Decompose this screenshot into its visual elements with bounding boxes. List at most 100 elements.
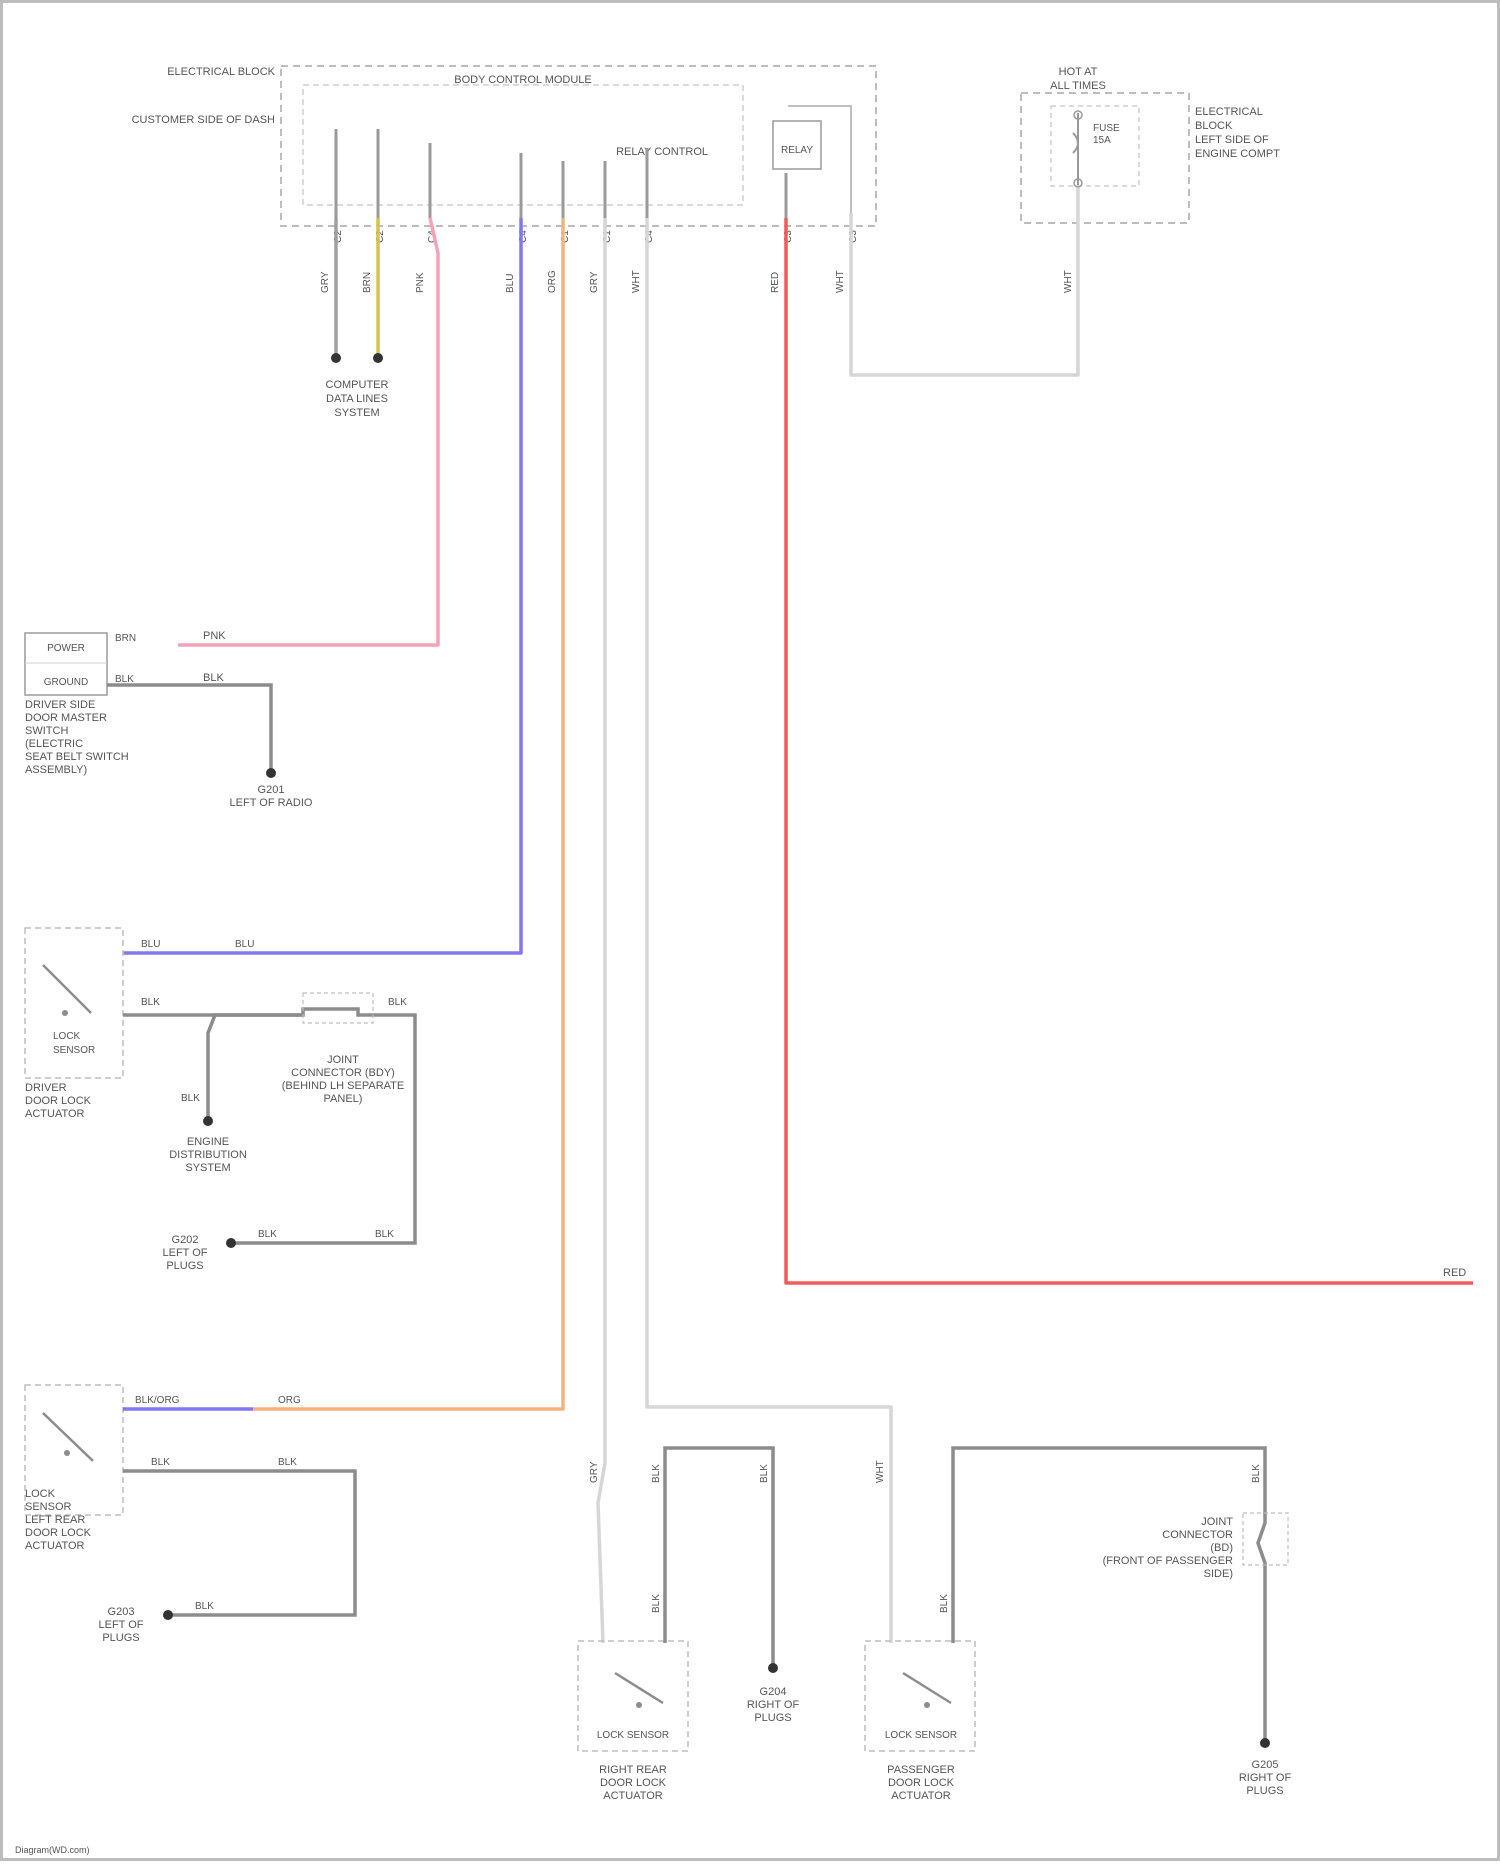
right-rear-switch-label: LOCK SENSOR xyxy=(597,1730,669,1741)
fuse-box: HOT AT ALL TIMES FUSE 15A ELECTRICAL BLO… xyxy=(1021,66,1280,223)
driver-lock-caption-line-1: DRIVER xyxy=(25,1082,67,1094)
wire-pink xyxy=(178,218,438,645)
g201-label: G201 xyxy=(258,784,285,796)
left-rear-ground-wire: BLK xyxy=(195,1601,214,1612)
g203-ground xyxy=(163,1610,173,1620)
driver-switch-caption-line-1: DRIVER SIDE xyxy=(25,699,95,711)
relay-label: RELAY xyxy=(781,145,813,156)
g203-line-3: PLUGS xyxy=(102,1632,139,1644)
driver-switch-caption-line-2: DOOR MASTER xyxy=(25,712,107,724)
driver-lock-sensor-label-1: LOCK xyxy=(53,1031,81,1042)
passenger-splice-line-2: CONNECTOR xyxy=(1162,1529,1233,1541)
junction-location-top: ELECTRICAL BLOCK xyxy=(167,66,275,78)
driver-switch-wire-a: PNK xyxy=(203,630,226,642)
driver-switch-caption: DRIVER SIDEDOOR MASTERSWITCH(ELECTRICSEA… xyxy=(25,699,129,776)
g205-line-3: PLUGS xyxy=(1246,1785,1283,1797)
left-rear-caption-line-3: LEFT REAR xyxy=(25,1514,85,1526)
g203-line-1: G203 xyxy=(108,1606,135,1618)
wire-red xyxy=(786,218,1473,1283)
left-rear-wire-1b: ORG xyxy=(278,1395,301,1406)
wire-gray-right-rear xyxy=(598,218,605,1643)
g202-line-1: G202 xyxy=(172,1234,199,1246)
g203-line-2: LEFT OF xyxy=(98,1619,143,1631)
driver-lock-actuator: LOCK SENSOR BLU BLU BLK BLK BLK BLK BLK … xyxy=(25,928,415,1272)
red-wire-label: RED xyxy=(1443,1267,1466,1279)
fuse-value: 15A xyxy=(1093,135,1111,146)
driver-splice-line-3: (BEHIND LH SEPARATE xyxy=(282,1080,404,1092)
fuse-title-2: ALL TIMES xyxy=(1050,80,1106,92)
driver-splice-label: JOINTCONNECTOR (BDY)(BEHIND LH SEPARATEP… xyxy=(282,1054,404,1105)
driver-lock-ground-wire: BLK xyxy=(181,1093,200,1104)
g205-line-1: G205 xyxy=(1252,1759,1279,1771)
top-wire-label-3: PNK xyxy=(415,272,426,293)
g204-line-3: PLUGS xyxy=(754,1712,791,1724)
data-terminal-1 xyxy=(331,353,341,363)
right-rear-wire-b: BLK xyxy=(651,1464,662,1483)
passenger-splice-line-5: SIDE) xyxy=(1204,1568,1233,1580)
driver-lock-caption: DRIVERDOOR LOCKACTUATOR xyxy=(25,1082,92,1120)
fuse-side-3: LEFT SIDE OF xyxy=(1195,134,1269,146)
driver-lock-sensor-label-2: SENSOR xyxy=(53,1045,95,1056)
top-wire-label-2: BRN xyxy=(362,272,373,293)
passenger-switch-label: LOCK SENSOR xyxy=(885,1730,957,1741)
fuse-label: FUSE xyxy=(1093,123,1120,134)
top-wire-label-10: WHT xyxy=(1063,270,1074,293)
right-rear-caption-line-2: DOOR LOCK xyxy=(600,1777,667,1789)
fuse-side-2: BLOCK xyxy=(1195,120,1233,132)
top-wire-label-6: GRY xyxy=(589,271,600,293)
right-rear-wire-d: BLK xyxy=(759,1464,770,1483)
driver-lock-wire-1: BLU xyxy=(141,939,160,950)
top-wire-label-9: WHT xyxy=(835,270,846,293)
wiring-diagram: ELECTRICAL BLOCK CUSTOMER SIDE OF DASH B… xyxy=(3,3,1500,1864)
g205-ground xyxy=(1260,1738,1270,1748)
driver-switch-caption-line-6: ASSEMBLY) xyxy=(25,764,87,776)
driver-lock-switch xyxy=(43,965,91,1013)
g202-ground xyxy=(226,1238,236,1248)
data-terminal-2 xyxy=(373,353,383,363)
junction-block: ELECTRICAL BLOCK CUSTOMER SIDE OF DASH B… xyxy=(132,66,876,243)
passenger-splice-label: JOINTCONNECTOR(BD)(FRONT OF PASSENGERSID… xyxy=(1103,1516,1234,1580)
top-wire-label-7: WHT xyxy=(631,270,642,293)
passenger-wire-c: BLK xyxy=(1251,1464,1262,1483)
left-rear-caption-line-1: LOCK xyxy=(25,1488,56,1500)
wire-white-fuse xyxy=(851,188,1078,375)
driver-lock-caption-line-2: DOOR LOCK xyxy=(25,1095,92,1107)
driver-lock-ground-wire-c: BLK xyxy=(375,1229,394,1240)
relay-control-label: RELAY CONTROL xyxy=(616,146,708,158)
left-rear-caption-line-4: DOOR LOCK xyxy=(25,1527,92,1539)
data-lines-label-3: SYSTEM xyxy=(334,407,379,419)
passenger-caption-line-2: DOOR LOCK xyxy=(888,1777,955,1789)
data-lines-label-1: COMPUTER xyxy=(326,379,389,391)
g202-line-3: PLUGS xyxy=(166,1260,203,1272)
right-rear-caption-line-1: RIGHT REAR xyxy=(599,1764,667,1776)
passenger-caption-line-3: ACTUATOR xyxy=(891,1790,951,1802)
driver-splice-line-2: CONNECTOR (BDY) xyxy=(291,1067,395,1079)
wire-white-passenger xyxy=(647,218,891,1643)
fuse-side-1: ELECTRICAL xyxy=(1195,106,1263,118)
right-rear-wire-a: GRY xyxy=(589,1461,600,1483)
left-rear-wire-1: BLK/ORG xyxy=(135,1395,180,1406)
engine-data-line-2: DISTRIBUTION xyxy=(169,1149,247,1161)
junction-location-bottom: CUSTOMER SIDE OF DASH xyxy=(132,114,275,126)
passenger-splice-line-4: (FRONT OF PASSENGER xyxy=(1103,1555,1233,1567)
driver-lock-wire-2: BLK xyxy=(141,997,160,1008)
engine-data-ground xyxy=(203,1116,213,1126)
right-rear-lock-actuator: LOCK SENSOR GRYBLKBLKBLK RIGHT REARDOOR … xyxy=(578,1448,799,1802)
top-wire-label-4: BLU xyxy=(505,274,516,293)
wire-orange xyxy=(253,218,563,1409)
g201-ground xyxy=(266,768,276,778)
driver-lock-ground-wire-b: BLK xyxy=(258,1229,277,1240)
fuse-side-4: ENGINE COMPT xyxy=(1195,148,1280,160)
wires xyxy=(123,188,1473,1643)
g205-line-2: RIGHT OF xyxy=(1239,1772,1292,1784)
